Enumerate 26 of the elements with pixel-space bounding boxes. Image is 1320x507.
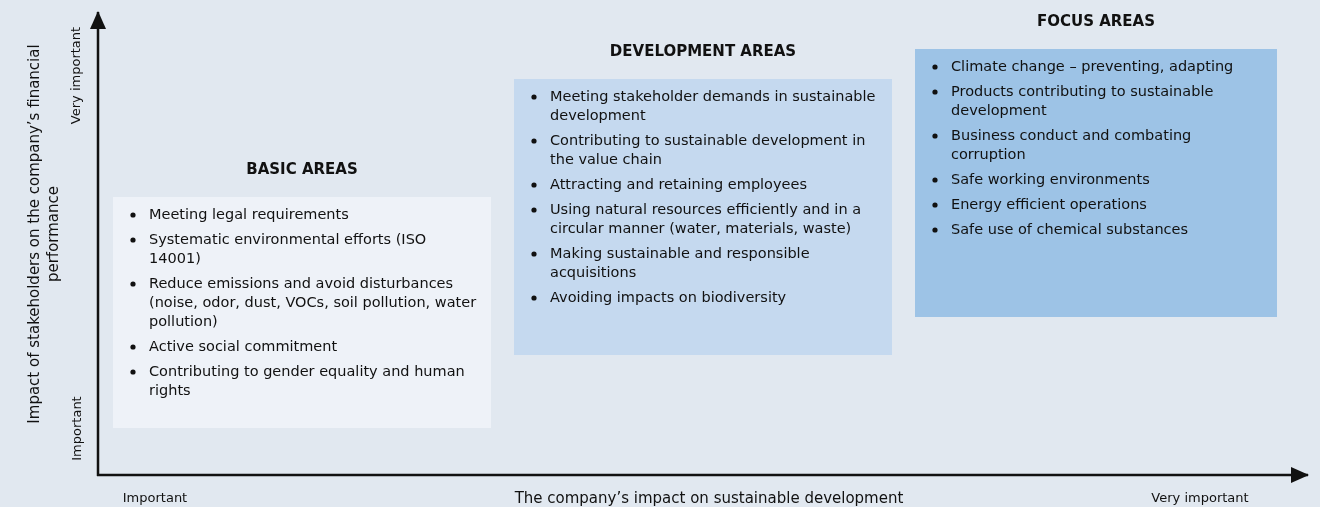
bullet-item: Energy efficient operations — [927, 195, 1267, 214]
bullet-item: Contributing to gender equality and human rights — [125, 362, 481, 400]
bullet-item: Safe working environments — [927, 170, 1267, 189]
axis-title: Impact of stakeholders on the company’s financial performance — [25, 44, 63, 424]
bullet-item: Meeting stakeholder demands in sustainable development — [526, 87, 882, 125]
bullet-item: Climate change – preventing, adapting — [927, 57, 1267, 76]
bullet-item: Using natural resources efficiently and in a circular manner (water, materials, waste) — [526, 200, 882, 238]
bullet-item: Avoiding impacts on biodiversity — [526, 288, 882, 307]
bullet-item: Systematic environmental efforts (ISO 14001) — [125, 230, 481, 268]
group-heading: BASIC AREAS — [245, 160, 359, 178]
bullet-item: Reduce emissions and avoid disturbances (noise, odor, dust, VOCs, soil pollution, water pollution) — [125, 274, 481, 331]
axis-tick-label: Important — [68, 395, 84, 461]
axis-tick-label: Very important — [1151, 489, 1249, 505]
bullet-item: Contributing to sustainable development in the value chain — [526, 131, 882, 169]
bullet-item: Attracting and retaining employees — [526, 175, 882, 194]
group-heading: DEVELOPMENT AREAS — [608, 42, 798, 60]
group-heading: FOCUS AREAS — [1036, 12, 1156, 30]
bullet-item: Products contributing to sustainable development — [927, 82, 1267, 120]
bullet-item: Business conduct and combating corruption — [927, 126, 1267, 164]
bullet-item: Making sustainable and responsible acquisitions — [526, 244, 882, 282]
bullet-item: Active social commitment — [125, 337, 481, 356]
bullet-item: Safe use of chemical substances — [927, 220, 1267, 239]
bullet-item: Meeting legal requirements — [125, 205, 481, 224]
axis-title: The company’s impact on sustainable development — [514, 489, 904, 507]
axis-tick-label: Important — [122, 489, 188, 505]
axis-tick-label: Very important — [68, 26, 84, 124]
